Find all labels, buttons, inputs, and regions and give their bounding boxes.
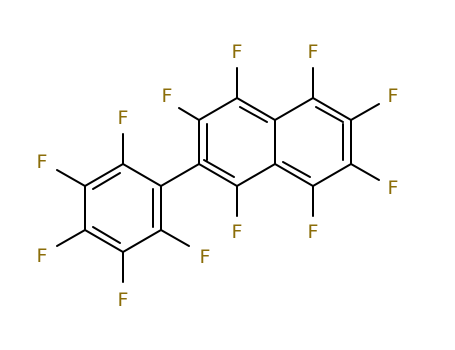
bond xyxy=(84,163,124,187)
bond xyxy=(122,229,162,253)
bond xyxy=(236,163,276,187)
double-bond-inner xyxy=(239,106,268,123)
bond xyxy=(178,107,200,121)
bond xyxy=(198,97,238,121)
bond xyxy=(56,169,86,187)
fluorine-atom-label: F xyxy=(200,246,211,268)
bond xyxy=(274,97,314,121)
naphthalene-bonds xyxy=(198,97,352,187)
bond xyxy=(350,163,380,181)
double-bond-inner xyxy=(92,226,121,244)
double-bond-inner xyxy=(315,106,344,123)
bond xyxy=(236,97,276,121)
biaryl-bond xyxy=(160,163,200,187)
fluorine-atom-label: F xyxy=(388,177,399,199)
double-bond-inner xyxy=(282,161,311,178)
bond xyxy=(56,229,86,247)
double-bond-inner xyxy=(203,159,235,178)
atom-labels: F F F F F F F F F F F F xyxy=(37,41,399,311)
cf-bonds xyxy=(56,67,380,283)
fluorine-atom-label: F xyxy=(232,221,243,243)
fluorine-atom-label: F xyxy=(162,85,173,107)
bond xyxy=(122,163,162,187)
fluorine-atom-label: F xyxy=(118,289,129,311)
bond xyxy=(274,163,314,187)
fluorine-atom-label: F xyxy=(118,107,129,129)
bond xyxy=(312,97,352,121)
fluorine-atom-label: F xyxy=(232,41,243,63)
fluorine-atom-label: F xyxy=(388,85,399,107)
fluorine-atom-label: F xyxy=(37,245,48,267)
bond xyxy=(160,229,190,247)
phenyl-ring-bonds xyxy=(84,163,162,253)
fluorine-atom-label: F xyxy=(37,151,48,173)
bond xyxy=(312,163,352,187)
double-bond-inner xyxy=(92,172,121,190)
fluorine-atom-label: F xyxy=(308,221,319,243)
bond xyxy=(84,229,124,253)
bond xyxy=(350,103,380,121)
bond xyxy=(198,163,238,187)
fluorine-atom-label: F xyxy=(308,41,319,63)
